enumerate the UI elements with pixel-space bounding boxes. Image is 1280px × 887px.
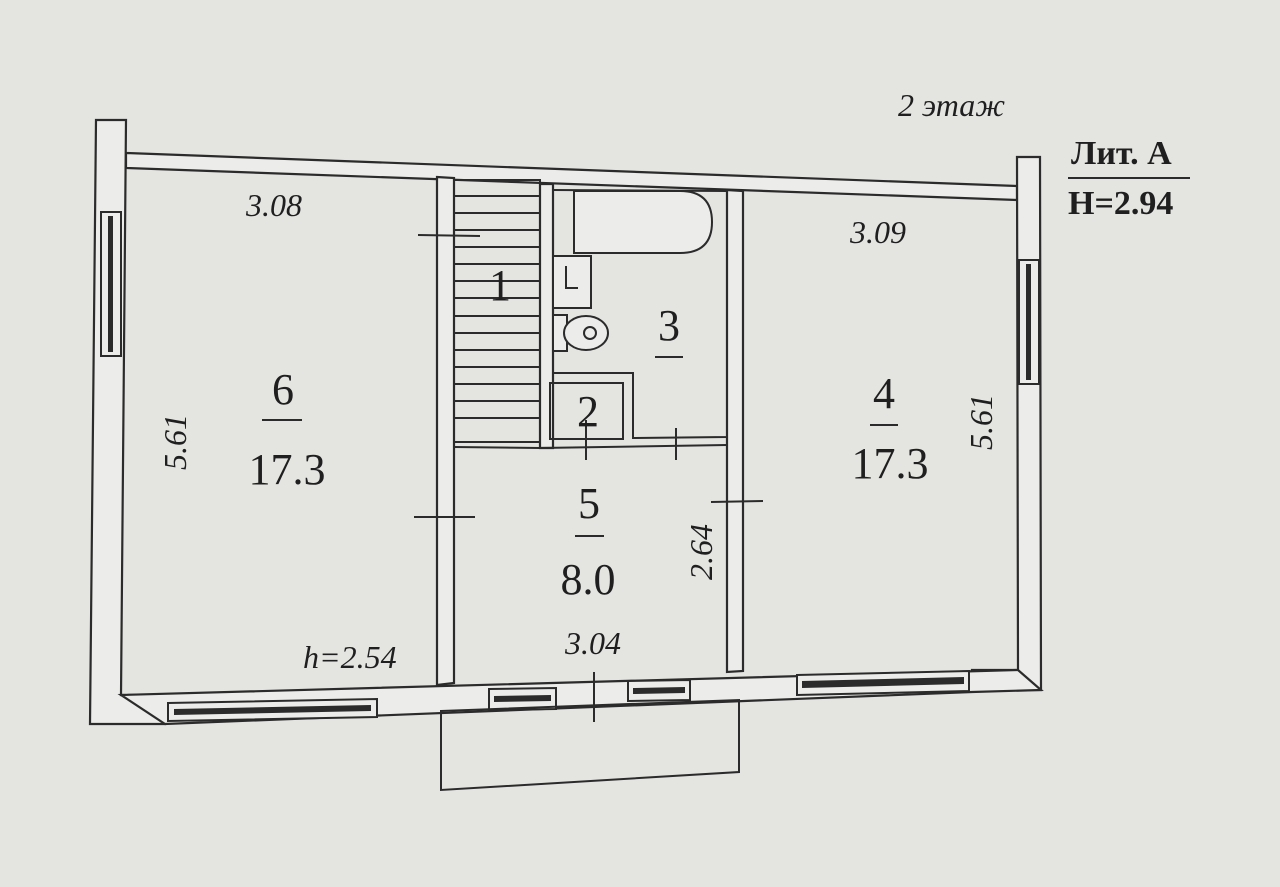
- window-right-icon: [1018, 259, 1040, 385]
- room-6-length-dimension: 5.61: [157, 414, 193, 470]
- window-bottom-mid-right-icon: [627, 678, 691, 703]
- room-3-number: 3: [658, 301, 680, 350]
- room-6-width-dimension: 3.08: [245, 187, 302, 223]
- room-4-number: 4: [873, 369, 895, 418]
- balcony: [440, 698, 740, 792]
- partition-right: [725, 188, 745, 674]
- room-1-number: 1: [489, 261, 511, 310]
- room-5-length-dimension: 2.64: [683, 524, 719, 580]
- floor-label: 2 этаж: [898, 87, 1005, 123]
- sink-tap-icon: [565, 266, 578, 289]
- lit-label: Лит. А: [1071, 135, 1172, 172]
- room-6-area: 17.3: [249, 445, 326, 494]
- window-bottom-right-icon: [796, 669, 970, 697]
- room-6-number: 6: [272, 365, 294, 414]
- room-6-height-dimension: h=2.54: [303, 639, 397, 675]
- room-5-area: 8.0: [561, 555, 616, 604]
- door-marks: [414, 234, 764, 722]
- room-2-number: 2: [577, 387, 599, 436]
- partition-bath-left: [538, 182, 555, 450]
- height-label: H=2.94: [1068, 185, 1173, 222]
- left-wall: [88, 118, 167, 726]
- stair-frame: [453, 179, 541, 443]
- window-bottom-left-icon: [167, 697, 378, 723]
- bathtub-icon: [573, 190, 714, 254]
- bathroom-fixtures: [552, 190, 714, 352]
- room-5-width-dimension: 3.04: [564, 625, 621, 661]
- door-mark: [710, 500, 764, 503]
- partition-left: [435, 175, 456, 687]
- toilet-seat-icon: [583, 326, 597, 340]
- window-bottom-mid-left-icon: [488, 686, 557, 712]
- room-5-number: 5: [578, 479, 600, 528]
- partitions: [435, 175, 745, 687]
- room-4-length-dimension: 5.61: [963, 394, 999, 450]
- staircase: [453, 179, 541, 443]
- room-4-area: 17.3: [852, 439, 929, 488]
- bath-room-border: [552, 189, 728, 440]
- window-left-icon: [100, 211, 122, 357]
- sink-icon: [552, 255, 592, 309]
- door-mark: [417, 234, 481, 237]
- windows: [100, 211, 1040, 723]
- room-4-width-dimension: 3.09: [849, 214, 906, 250]
- corridor-top-line: [453, 444, 728, 450]
